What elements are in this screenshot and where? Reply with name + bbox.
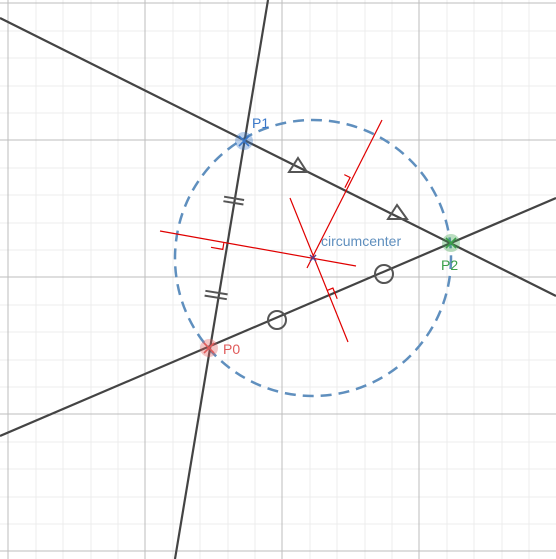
p2-label: P2 [441, 257, 458, 273]
cross-icon [445, 237, 457, 249]
right-angle-marker [344, 174, 351, 188]
line-p1-p2[interactable] [0, 17, 556, 297]
p0-label: P0 [223, 341, 240, 357]
cross-icon [203, 342, 215, 354]
congruence-marks [204, 156, 409, 330]
line-p0-p2[interactable] [0, 196, 556, 438]
double-tick-mark [204, 289, 228, 301]
triangle-tick-mark [386, 203, 409, 220]
bisector-p0-p2 [289, 197, 349, 343]
bisector-p0-p1 [159, 230, 357, 267]
circle-tick-mark [374, 264, 394, 284]
right-angle-marker [326, 287, 338, 300]
p1-label: P1 [252, 115, 269, 131]
line-p0-p1[interactable] [173, 0, 270, 559]
right-angle-marker [210, 243, 225, 251]
vertex-p2[interactable]: P2 [441, 234, 460, 273]
cross-icon [238, 135, 250, 147]
cross-icon [309, 254, 317, 262]
vertex-p0[interactable]: P0 [200, 339, 240, 357]
bisector-p1-p2 [306, 119, 383, 269]
circle-tick-mark [267, 310, 287, 330]
vertex-p1[interactable]: P1 [235, 115, 269, 150]
circumcircle [173, 118, 453, 398]
double-tick-mark [223, 195, 245, 206]
perpendicular-bisectors [159, 119, 383, 343]
circumcenter-label: circumcenter [321, 233, 401, 249]
circumcenter-point[interactable]: circumcenter [309, 233, 401, 262]
triangle-tick-mark [287, 156, 309, 173]
